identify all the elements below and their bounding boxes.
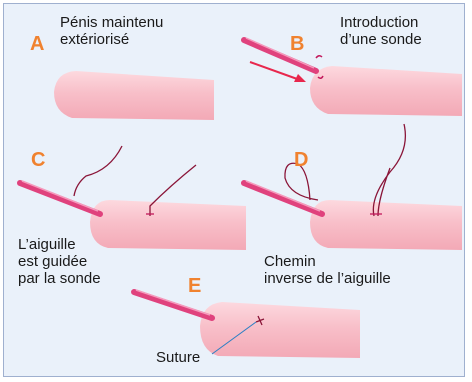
panel-d-illustration (244, 124, 462, 250)
panel-d-letter: D (294, 150, 308, 170)
panel-b-probe (244, 40, 316, 71)
panel-b-caption: Introduction d’une sonde (340, 14, 422, 48)
panel-e-letter: E (188, 276, 201, 296)
panel-b-tissue (310, 66, 462, 116)
panel-c-caption-line: L’aiguille (18, 236, 101, 253)
panel-e-caption-line: Suture (156, 349, 200, 366)
panel-a-tissue (54, 71, 214, 120)
panel-d-tissue (310, 200, 462, 250)
panel-b-caption-line: d’une sonde (340, 31, 422, 48)
panel-e-tissue (200, 302, 360, 358)
panel-e-caption: Suture (156, 349, 200, 366)
panel-e-illustration (134, 290, 360, 358)
panel-d-caption: Chemin inverse de l’aiguille (264, 253, 391, 287)
panel-c-caption-line: est guidée (18, 253, 101, 270)
panel-c-caption-line: par la sonde (18, 270, 101, 287)
panel-b-arrow (250, 62, 300, 80)
panel-d-caption-line: Chemin (264, 253, 391, 270)
panel-c-caption: L’aiguille est guidée par la sonde (18, 236, 101, 287)
panel-a-caption-line: Pénis maintenu (60, 14, 163, 31)
panel-c-illustration (20, 146, 246, 250)
panel-b-caption-line: Introduction (340, 14, 422, 31)
panel-b-illustration (244, 38, 462, 116)
panel-a-caption-line: extériorisé (60, 31, 163, 48)
panel-c-probe (20, 183, 100, 214)
panel-c-tissue (90, 200, 246, 250)
panel-a-caption: Pénis maintenu extériorisé (60, 14, 163, 48)
panel-c-letter: C (31, 150, 45, 170)
panel-c-suture (74, 146, 122, 196)
panel-a-letter: A (30, 34, 44, 54)
panel-a-illustration (54, 71, 214, 120)
panel-b-letter: B (290, 34, 304, 54)
panel-d-caption-line: inverse de l’aiguille (264, 270, 391, 287)
